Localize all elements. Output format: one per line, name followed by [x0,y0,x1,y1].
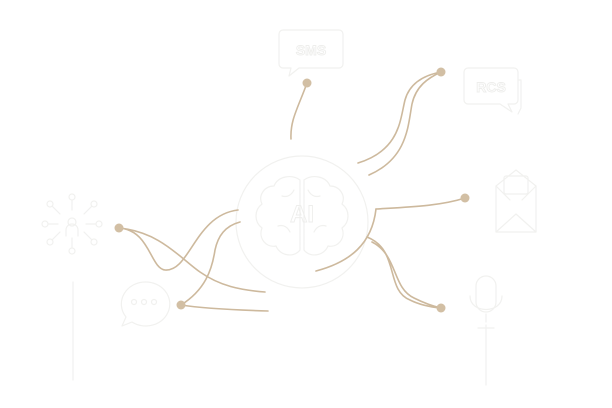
connector-voice-b [371,241,442,309]
sms-bubble-icon [278,29,344,77]
ai-hub: AI [235,155,369,289]
rcs-channel: RCS [463,67,522,115]
connector-network-a [118,209,239,271]
node-rcs[interactable] [436,67,446,77]
brain-icon [255,176,349,256]
chat-channel [120,281,171,327]
sms-label: SMS [296,42,326,58]
connector-sms [290,82,308,140]
connector-chat-a [180,221,241,306]
connectors [118,71,466,312]
node-voice[interactable] [436,303,446,313]
hub-circle [235,155,369,289]
connector-email [315,208,377,272]
email-channel [495,169,537,233]
rcs-bubble-icon [463,67,519,113]
node-chat[interactable] [176,300,186,310]
microphone-icon [469,275,503,329]
connector-voice-a [366,236,442,309]
nodes [114,67,470,313]
sms-channel: SMS [278,29,344,77]
connector-chat-b [180,304,269,312]
node-network[interactable] [114,223,124,233]
connector-network-b [118,227,266,293]
node-sms[interactable] [302,78,312,88]
connector-rcs-b [368,71,442,176]
chat-ellipsis-icon [120,281,171,327]
voice-channel [469,275,503,329]
people-network-icon [41,193,103,255]
open-envelope-icon [495,169,537,233]
rcs-label: RCS [476,79,506,95]
network-channel [41,193,103,255]
connector-rcs-a [357,71,442,164]
node-email[interactable] [460,193,470,203]
hub-label: AI [290,201,314,228]
connector-email-branch [375,197,466,210]
